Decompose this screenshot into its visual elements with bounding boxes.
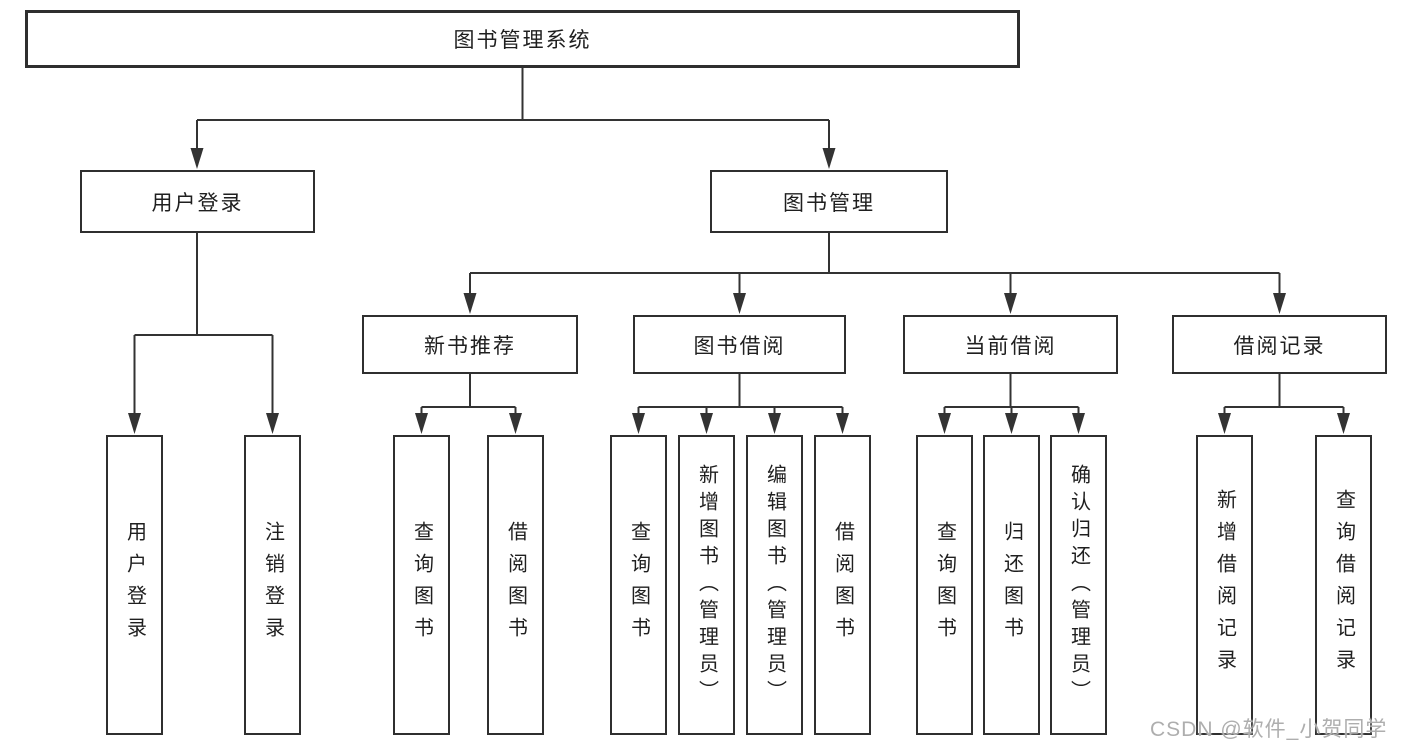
leaf-query-borrow-record: 查询借阅记录 [1315,435,1372,735]
leaf-confirm-return-admin: 确认归还（管理员） [1050,435,1107,735]
leaf-user-login: 用户登录 [106,435,163,735]
leaf-query-books-borrow: 查询图书 [610,435,667,735]
leaf-borrow-books-2-label: 借阅图书 [831,521,854,649]
node-root-library-management-system: 图书管理系统 [25,10,1020,68]
leaf-add-borrow-record: 新增借阅记录 [1196,435,1253,735]
node-new-book-recommend: 新书推荐 [362,315,578,374]
leaf-borrow-books-2: 借阅图书 [814,435,871,735]
node-user-login: 用户登录 [80,170,315,233]
leaf-return-books: 归还图书 [983,435,1040,735]
node-book-borrow: 图书借阅 [633,315,846,374]
leaf-add-book-admin-label: 新增图书（管理员） [695,463,718,707]
leaf-edit-book-admin: 编辑图书（管理员） [746,435,803,735]
leaf-query-books-recommend: 查询图书 [393,435,450,735]
csdn-watermark: CSDN @软件_小贺同学 [1150,718,1388,741]
leaf-return-books-label: 归还图书 [1000,521,1023,649]
leaf-borrow-books-recommend-label: 借阅图书 [504,521,527,649]
leaf-add-book-admin: 新增图书（管理员） [678,435,735,735]
leaf-query-books-current: 查询图书 [916,435,973,735]
node-current-borrow: 当前借阅 [903,315,1118,374]
node-book-management: 图书管理 [710,170,948,233]
leaf-user-login-label: 用户登录 [123,521,146,649]
leaf-query-borrow-record-label: 查询借阅记录 [1332,489,1355,681]
leaf-query-books-recommend-label: 查询图书 [410,521,433,649]
leaf-logout-login-label: 注销登录 [261,521,284,649]
leaf-logout-login: 注销登录 [244,435,301,735]
node-borrow-records: 借阅记录 [1172,315,1387,374]
leaf-confirm-return-admin-label: 确认归还（管理员） [1067,463,1090,707]
leaf-add-borrow-record-label: 新增借阅记录 [1213,489,1236,681]
leaf-edit-book-admin-label: 编辑图书（管理员） [763,463,786,707]
leaf-borrow-books-recommend: 借阅图书 [487,435,544,735]
leaf-query-books-borrow-label: 查询图书 [627,521,650,649]
leaf-query-books-current-label: 查询图书 [933,521,956,649]
